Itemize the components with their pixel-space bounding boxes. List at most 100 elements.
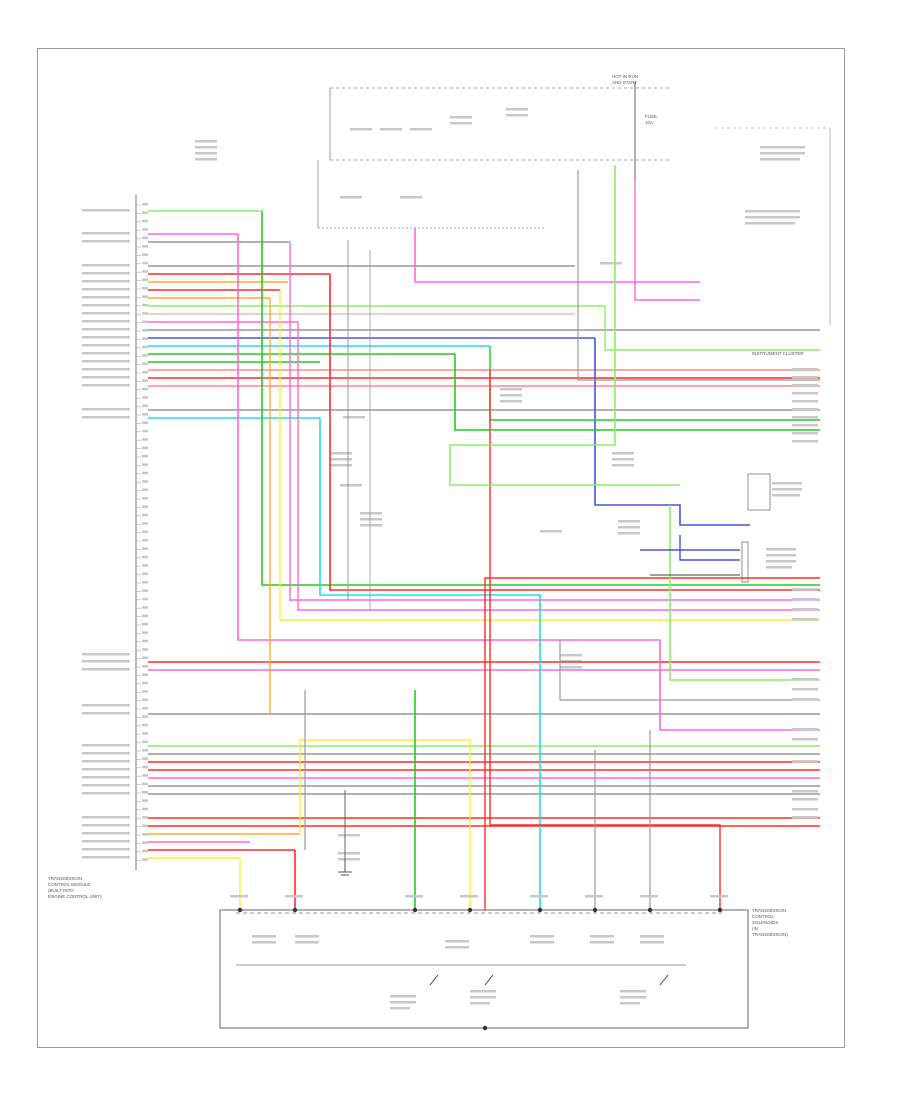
pin-number: [142, 824, 148, 828]
pin-number: [142, 707, 148, 710]
pin-color-label: [585, 895, 603, 898]
wire-lg-2: [449, 165, 680, 486]
pin-number: [142, 564, 148, 567]
wire-blue-run: [594, 338, 750, 526]
pin-number: [142, 497, 148, 500]
pin-label: [82, 776, 130, 779]
pin-color-label: [405, 895, 423, 898]
component-label: [360, 524, 382, 527]
pin-number: [142, 471, 148, 475]
solenoid-label: [252, 941, 276, 944]
component-label: [330, 452, 352, 455]
wire-red-run-3: [489, 370, 721, 910]
pin-number: [142, 539, 148, 542]
pin-number: [142, 715, 148, 718]
component-label: [330, 458, 352, 461]
solenoid-label: [590, 941, 614, 944]
pin-number: [142, 329, 148, 332]
pin-number: [142, 782, 148, 786]
pin-number: [142, 203, 148, 206]
component-label: [500, 400, 522, 403]
wire-end-label: [792, 440, 818, 443]
pin-label: [82, 240, 130, 243]
pin-label: [82, 712, 130, 715]
switch-symbol: [659, 974, 669, 986]
pin-label: [82, 653, 130, 656]
pcm-label-line: TRANSMISSION: [48, 876, 82, 881]
instrument-cluster-label: INSTRUMENT CLUSTER: [752, 351, 804, 356]
solenoid-label: [252, 935, 276, 938]
wire-red-run: [329, 274, 820, 591]
component-label: [410, 128, 432, 131]
pin-label: [82, 744, 130, 747]
pin-number: [142, 589, 148, 592]
tcm-label-line: (IN: [752, 926, 758, 931]
component-label: [340, 196, 362, 199]
pin-number: [142, 606, 148, 609]
pin-number: [142, 597, 148, 601]
pin-label: [82, 360, 130, 363]
pin-number: [142, 320, 148, 324]
pin-number: [142, 656, 148, 660]
pin-number: [142, 480, 148, 483]
ecu-label: [760, 158, 800, 161]
solenoid-label: [640, 941, 664, 944]
pin-number: [142, 816, 148, 819]
wire-pink-top: [414, 228, 700, 283]
switch-label: [390, 1001, 416, 1004]
pin-label: [82, 232, 130, 235]
wire-end-label: [792, 688, 818, 691]
pin-label: [82, 312, 130, 315]
wire-green-run-3: [489, 346, 820, 421]
tcm-label-line: TRANSMISSION: [752, 908, 786, 913]
wire-pink-ign: [634, 180, 700, 301]
pin-number: [142, 681, 148, 685]
solenoid-label: [530, 941, 554, 944]
pin-number: [142, 665, 148, 668]
pcm-label-line: CONTROL MODULE: [48, 882, 90, 887]
pin-number: [142, 807, 148, 811]
component-label: [195, 158, 217, 161]
pin-number: [142, 211, 148, 214]
pin-label: [82, 840, 130, 843]
pin-number: [142, 623, 148, 626]
pin-label: [82, 344, 130, 347]
wire-end-label: [792, 424, 818, 427]
vss-sensor: [747, 473, 771, 511]
pcm-label-line: (BUILT INTO: [48, 888, 74, 893]
sensor-label: [772, 494, 800, 497]
solenoid-pin: [412, 907, 418, 913]
pin-number: [142, 236, 148, 240]
switch-label: [470, 996, 496, 999]
wire-pink-run: [237, 234, 820, 731]
pin-number: [142, 253, 148, 256]
pin-number: [142, 228, 148, 231]
wire-lg-3: [669, 505, 820, 681]
component-label: [600, 262, 622, 265]
pin-label: [82, 768, 130, 771]
pin-number: [142, 849, 148, 853]
pcm-label-line: ENGINE CONTROL UNIT): [48, 894, 102, 899]
solenoid-label: [640, 935, 664, 938]
pin-label: [82, 376, 130, 379]
pin-number: [142, 362, 148, 366]
component-label: [360, 512, 382, 515]
pin-label: [82, 824, 130, 827]
fuse-label: FUSE: [645, 114, 657, 119]
component-label: [330, 464, 352, 467]
wire-end-label: [792, 408, 818, 411]
pin-number: [142, 303, 148, 307]
pin-number: [142, 841, 148, 844]
solenoid-pin: [467, 907, 473, 913]
switch-label: [470, 990, 496, 993]
component-label: [500, 394, 522, 397]
pin-label: [82, 668, 130, 671]
wire-end-label: [792, 368, 818, 371]
wire-end-label: [792, 384, 818, 387]
component-label: [380, 128, 402, 131]
component-label: [338, 852, 360, 855]
pin-number: [142, 278, 148, 282]
pin-number: [142, 614, 148, 618]
solenoid-pin: [292, 907, 298, 913]
